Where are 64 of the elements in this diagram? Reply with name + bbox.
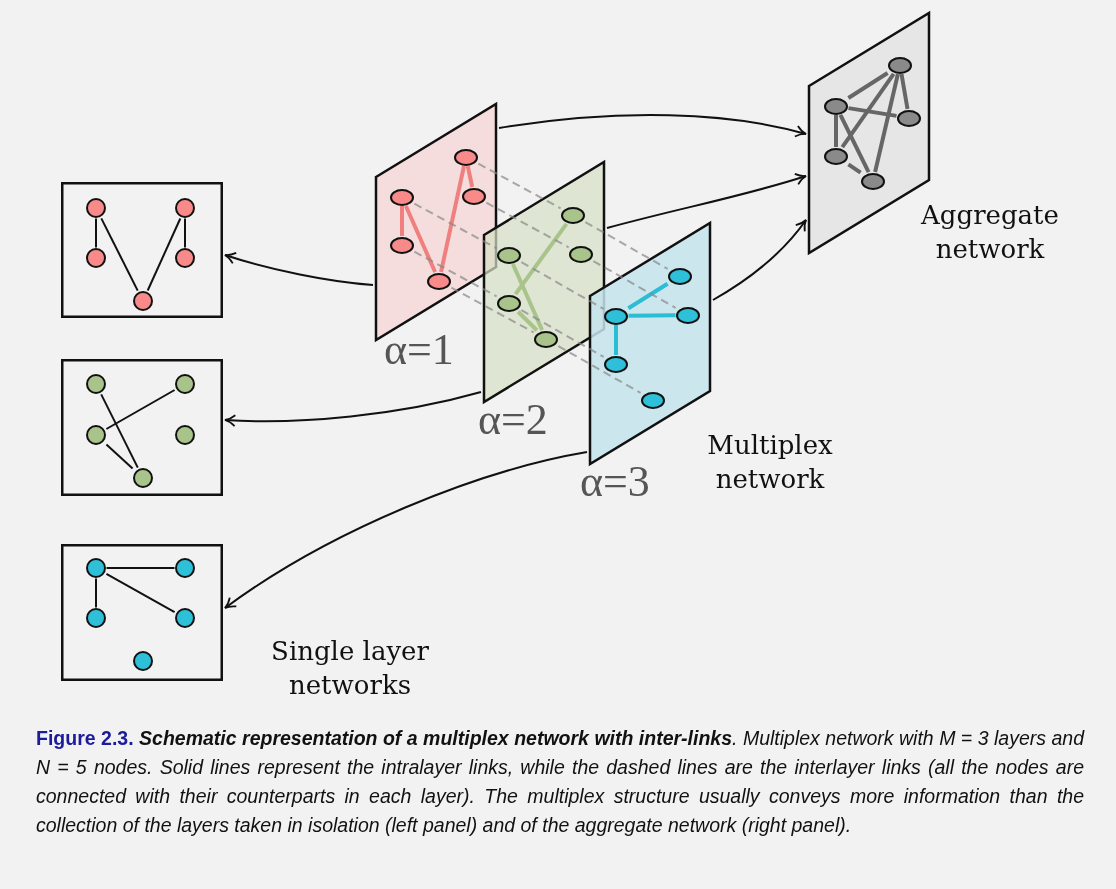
network-link: [400, 206, 404, 236]
network-link: [840, 72, 896, 149]
network-link: [439, 165, 466, 273]
network-link: [95, 577, 97, 609]
network-node: [86, 558, 106, 578]
interlayer-link: [520, 309, 605, 358]
network-label: Multiplex network: [706, 429, 834, 496]
network-node: [175, 374, 195, 394]
layer-label: α=1: [384, 328, 454, 372]
network-node: [86, 248, 106, 268]
interlayer-link: [450, 286, 535, 334]
network-node: [175, 425, 195, 445]
network-link: [627, 282, 669, 310]
network-node: [175, 558, 195, 578]
network-link: [899, 73, 910, 110]
network-node: [175, 248, 195, 268]
network-link: [834, 115, 838, 147]
interlayer-link: [584, 221, 669, 270]
interlayer-link: [413, 202, 498, 250]
network-label: Single layer networks: [270, 635, 430, 702]
network-node: [133, 291, 153, 311]
network-node: [86, 374, 106, 394]
network-link: [628, 313, 676, 318]
network-link: [513, 222, 569, 296]
interlayer-link: [557, 345, 642, 394]
network-link: [838, 114, 871, 173]
network-link: [95, 217, 97, 249]
network-link: [105, 567, 176, 569]
interlayer-link: [485, 201, 570, 249]
network-link: [105, 443, 134, 470]
network-panel: [61, 182, 223, 318]
layer-label: α=2: [478, 398, 548, 442]
interlayer-link: [592, 260, 677, 309]
network-link: [847, 71, 889, 100]
network-node: [133, 468, 153, 488]
network-link: [848, 106, 897, 118]
interlayer-link: [477, 162, 562, 210]
network-node: [133, 651, 153, 671]
network-link: [404, 205, 437, 273]
network-link: [146, 217, 182, 292]
network-panel: [61, 359, 223, 496]
network-node: [86, 608, 106, 628]
network-node: [86, 425, 106, 445]
network-link: [516, 310, 539, 332]
network-link: [465, 165, 475, 188]
network-node: [175, 198, 195, 218]
figure-caption: Figure 2.3. Schematic representation of a multiplex network with inter-links. Multiplex network with M = 3 layers and N = 5 nodes. Solid lines represent the intralayer links, while the dashed lines are the interlayer links (all the nodes are connected with their counterparts in each layer). The multiplex structure usually conveys more information than the collection of the layers taken in isolation (left panel) and of the aggregate network (right panel).: [36, 726, 1084, 838]
network-link: [100, 393, 139, 469]
network-panel: [61, 544, 223, 681]
network-link: [847, 162, 862, 175]
network-link: [873, 73, 900, 173]
layer-label: α=3: [580, 460, 650, 504]
network-link: [105, 389, 176, 430]
network-link: [100, 217, 139, 292]
network-node: [175, 608, 195, 628]
network-node: [86, 198, 106, 218]
network-link: [184, 217, 186, 249]
network-layer-plane: [483, 161, 605, 403]
interlayer-link: [413, 250, 498, 298]
network-link: [105, 572, 176, 614]
network-link: [614, 325, 618, 355]
network-label: Aggregate network: [919, 199, 1060, 266]
interlayer-link: [520, 261, 605, 310]
network-link: [511, 263, 544, 331]
